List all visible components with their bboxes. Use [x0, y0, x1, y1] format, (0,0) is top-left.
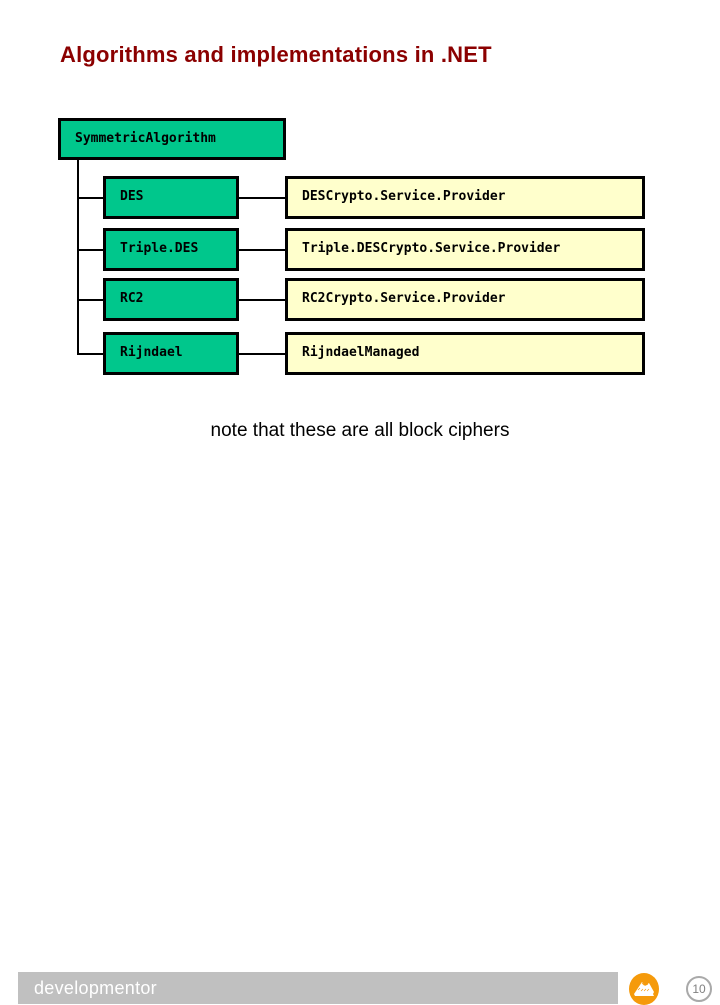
implementation-node-1: Triple.DESCrypto.Service.Provider	[285, 228, 645, 271]
slide-footer: developmentor 10	[0, 480, 720, 1005]
implementation-label: DESCrypto.Service.Provider	[302, 189, 506, 205]
connector-trunk	[77, 160, 79, 355]
algorithm-label: RC2	[120, 291, 144, 307]
implementation-label: RijndaelManaged	[302, 345, 420, 361]
slide-number-badge: 10	[686, 976, 712, 1002]
page-title: Algorithms and implementations in .NET	[60, 42, 492, 67]
connector-link-3	[239, 353, 285, 355]
root-node-label: SymmetricAlgorithm	[75, 130, 216, 146]
implementation-label: RC2Crypto.Service.Provider	[302, 291, 506, 307]
brand-label: developmentor	[34, 978, 157, 998]
connector-link-0	[239, 197, 285, 199]
diagram-node-root: SymmetricAlgorithm	[58, 118, 286, 160]
connector-branch-3	[77, 353, 103, 355]
algorithm-node-1: Triple.DES	[103, 228, 239, 271]
algorithm-label: Rijndael	[120, 345, 183, 361]
connector-branch-2	[77, 299, 103, 301]
connector-branch-1	[77, 249, 103, 251]
algorithm-node-0: DES	[103, 176, 239, 219]
connector-link-2	[239, 299, 285, 301]
implementation-node-0: DESCrypto.Service.Provider	[285, 176, 645, 219]
connector-branch-0	[77, 197, 103, 199]
algorithm-hierarchy-diagram: SymmetricAlgorithm DES DESCrypto.Service…	[0, 0, 720, 470]
algorithm-label: DES	[120, 189, 144, 205]
algorithm-label: Triple.DES	[120, 241, 199, 257]
implementation-node-2: RC2Crypto.Service.Provider	[285, 278, 645, 321]
mountain-swoosh-icon	[629, 973, 659, 1005]
slide-caption: note that these are all block ciphers	[210, 420, 510, 441]
algorithm-node-2: RC2	[103, 278, 239, 321]
implementation-node-3: RijndaelManaged	[285, 332, 645, 375]
connector-link-1	[239, 249, 285, 251]
implementation-label: Triple.DESCrypto.Service.Provider	[302, 241, 561, 257]
algorithm-node-3: Rijndael	[103, 332, 239, 375]
